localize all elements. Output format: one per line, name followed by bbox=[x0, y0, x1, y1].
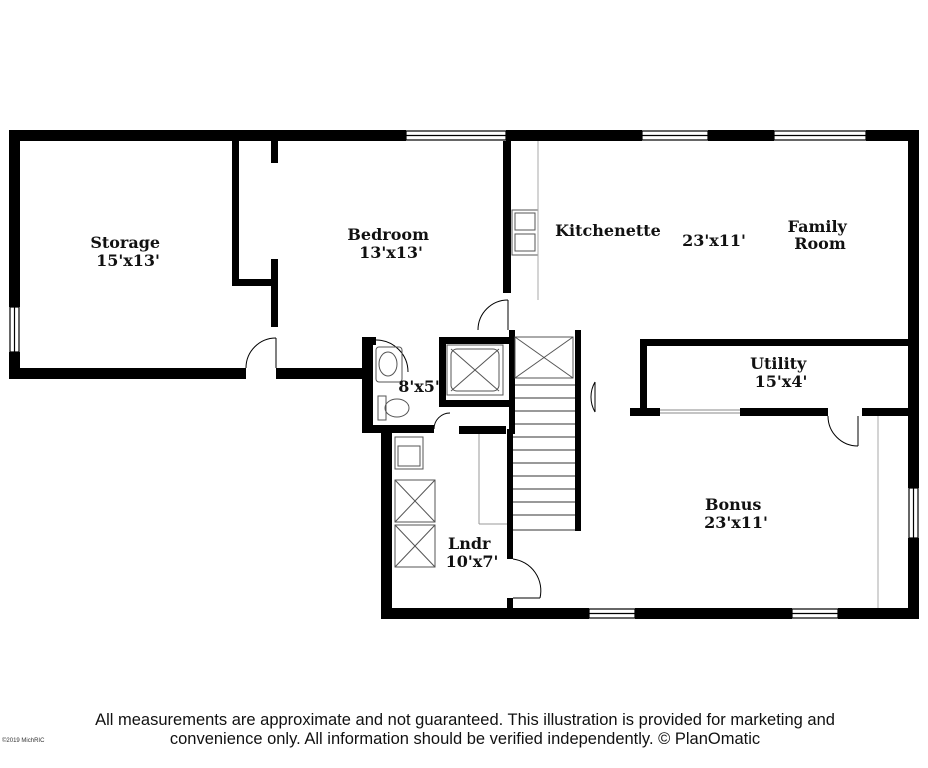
room-label-bonus: Bonus 23'x11' bbox=[704, 495, 768, 532]
dryer-icon bbox=[394, 524, 436, 568]
windows bbox=[9, 130, 919, 619]
utility-sink-icon bbox=[394, 436, 424, 470]
shower-icon bbox=[446, 344, 504, 396]
room-label-bedroom: Bedroom 13'x13' bbox=[347, 225, 434, 262]
bath-sink-icon bbox=[375, 346, 403, 383]
room-label-storage: Storage 15'x13' bbox=[90, 233, 165, 270]
disclaimer-text: All measurements are approximate and not… bbox=[95, 711, 835, 748]
fixtures bbox=[375, 141, 879, 608]
room-label-family-room: Family Room bbox=[788, 217, 853, 253]
doors bbox=[245, 299, 859, 599]
copyright-text: ©2019 MichRIC bbox=[2, 738, 45, 744]
room-label-utility: Utility 15'x4' bbox=[750, 354, 812, 391]
room-label-bath: 8'x5' bbox=[398, 377, 440, 396]
storage-box-icon bbox=[514, 336, 574, 379]
washer-icon bbox=[394, 479, 436, 523]
staircase bbox=[513, 384, 575, 531]
room-label-laundry: Lndr 10'x7' bbox=[446, 534, 499, 571]
room-labels: Storage 15'x13' Bedroom 13'x13' Kitchene… bbox=[90, 217, 853, 571]
room-label-kitchenette-dimensions: 23'x11' bbox=[682, 231, 746, 250]
kitchen-sink-icon bbox=[511, 209, 539, 256]
room-label-kitchenette: Kitchenette bbox=[555, 221, 661, 240]
walls bbox=[9, 130, 919, 619]
toilet-icon bbox=[377, 395, 387, 421]
